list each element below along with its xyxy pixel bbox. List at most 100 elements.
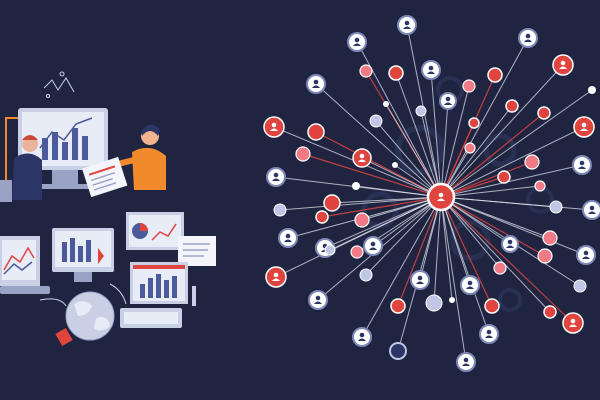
connection-line — [395, 72, 442, 198]
connection-line — [440, 196, 453, 301]
connection-line — [440, 196, 467, 363]
user-node-icon — [439, 92, 457, 110]
network-node-dot — [497, 170, 511, 184]
user-node-icon — [363, 236, 383, 256]
network-node-dot — [295, 146, 311, 162]
network-node-dot — [462, 79, 476, 93]
analytics-workspace-illustration — [0, 71, 216, 347]
network-node-dot — [487, 67, 503, 83]
user-node-icon — [501, 235, 519, 253]
network-node-dot — [537, 248, 553, 264]
user-node-icon — [410, 270, 430, 290]
network-node-dot — [307, 123, 325, 141]
user-node-icon — [552, 54, 574, 76]
connection-line — [375, 120, 442, 198]
user-node-icon — [278, 228, 298, 248]
user-node-icon — [582, 200, 600, 220]
network-node-dot — [350, 245, 364, 259]
laptop-icon — [0, 236, 50, 294]
connection-line — [440, 196, 587, 256]
connection-line — [440, 37, 529, 198]
document-icon — [81, 156, 128, 198]
user-node-icon — [456, 352, 476, 372]
network-node-dot — [388, 65, 404, 81]
user-node-icon — [263, 116, 285, 138]
network-node-dot — [537, 106, 551, 120]
network-node-dot — [392, 162, 398, 168]
connection-line — [440, 126, 585, 198]
network-node-dot — [415, 105, 427, 117]
flow-arrow — [109, 283, 127, 305]
network-node-dot — [588, 86, 596, 94]
user-node-icon — [308, 290, 328, 310]
connection-line — [440, 89, 593, 198]
user-node-icon — [266, 167, 286, 187]
network-user-nodes — [263, 15, 600, 372]
connection-line — [440, 196, 501, 269]
person-at-monitor-icon — [0, 135, 42, 202]
bar-chart-card — [130, 262, 188, 304]
connection-line — [430, 69, 442, 198]
connection-line — [440, 100, 449, 198]
network-node-dot — [484, 298, 500, 314]
connection-line — [440, 196, 493, 307]
user-node-icon — [518, 28, 538, 48]
network-node-dot — [505, 99, 519, 113]
user-node-icon — [479, 324, 499, 344]
connection-line — [385, 103, 442, 198]
user-node-icon — [265, 266, 287, 288]
connection-line — [440, 185, 541, 198]
network-node-dot — [315, 210, 329, 224]
connection-line — [302, 153, 442, 198]
network-node-dot — [389, 342, 407, 360]
connection-line — [365, 196, 442, 276]
flow-arrow — [39, 298, 67, 307]
network-node-dot — [524, 154, 540, 170]
connection-line — [440, 64, 564, 198]
network-node-dot — [354, 212, 370, 228]
user-node-icon — [576, 245, 596, 265]
connection-line — [331, 196, 442, 204]
user-node-icon — [562, 312, 584, 334]
network-node-dot — [464, 142, 476, 154]
user-node-icon — [306, 74, 326, 94]
connection-line — [315, 83, 442, 198]
cable — [5, 117, 18, 190]
connection-line — [329, 196, 442, 251]
connection-line — [440, 196, 574, 324]
connection-line — [355, 185, 442, 198]
network-node-dot — [425, 294, 443, 312]
network-node-dot — [543, 305, 557, 319]
connection-line — [361, 196, 442, 338]
connection-line — [440, 112, 545, 198]
network-node-dot — [323, 194, 341, 212]
connection-line — [440, 105, 513, 198]
user-node-icon — [421, 60, 441, 80]
user-node-icon — [347, 32, 367, 52]
connection-line — [397, 196, 442, 307]
connection-line — [361, 157, 442, 198]
network-node-dot — [573, 279, 587, 293]
connection-line — [440, 85, 470, 198]
network-node-dot — [324, 244, 336, 256]
pen-icon — [192, 286, 196, 306]
connection-line — [440, 196, 593, 211]
connection-line — [440, 161, 533, 198]
user-node-icon — [352, 148, 372, 168]
connection-line — [321, 196, 442, 218]
user-node-icon — [572, 155, 592, 175]
user-node-icon — [573, 116, 595, 138]
network-node-dot — [449, 297, 455, 303]
person-presenting-icon — [107, 124, 166, 190]
monitor-bar-chart-icon — [52, 228, 114, 282]
connection-line — [279, 196, 442, 211]
network-node-dot — [383, 101, 389, 107]
connection-line — [324, 196, 442, 249]
central-user-node-icon — [426, 182, 456, 212]
user-node-icon — [460, 275, 480, 295]
network-node-dot — [359, 268, 373, 282]
connection-line — [440, 164, 583, 198]
sketch-doodle-icon — [43, 71, 75, 98]
network-node-dot — [542, 230, 558, 246]
phone-icon — [55, 327, 73, 347]
